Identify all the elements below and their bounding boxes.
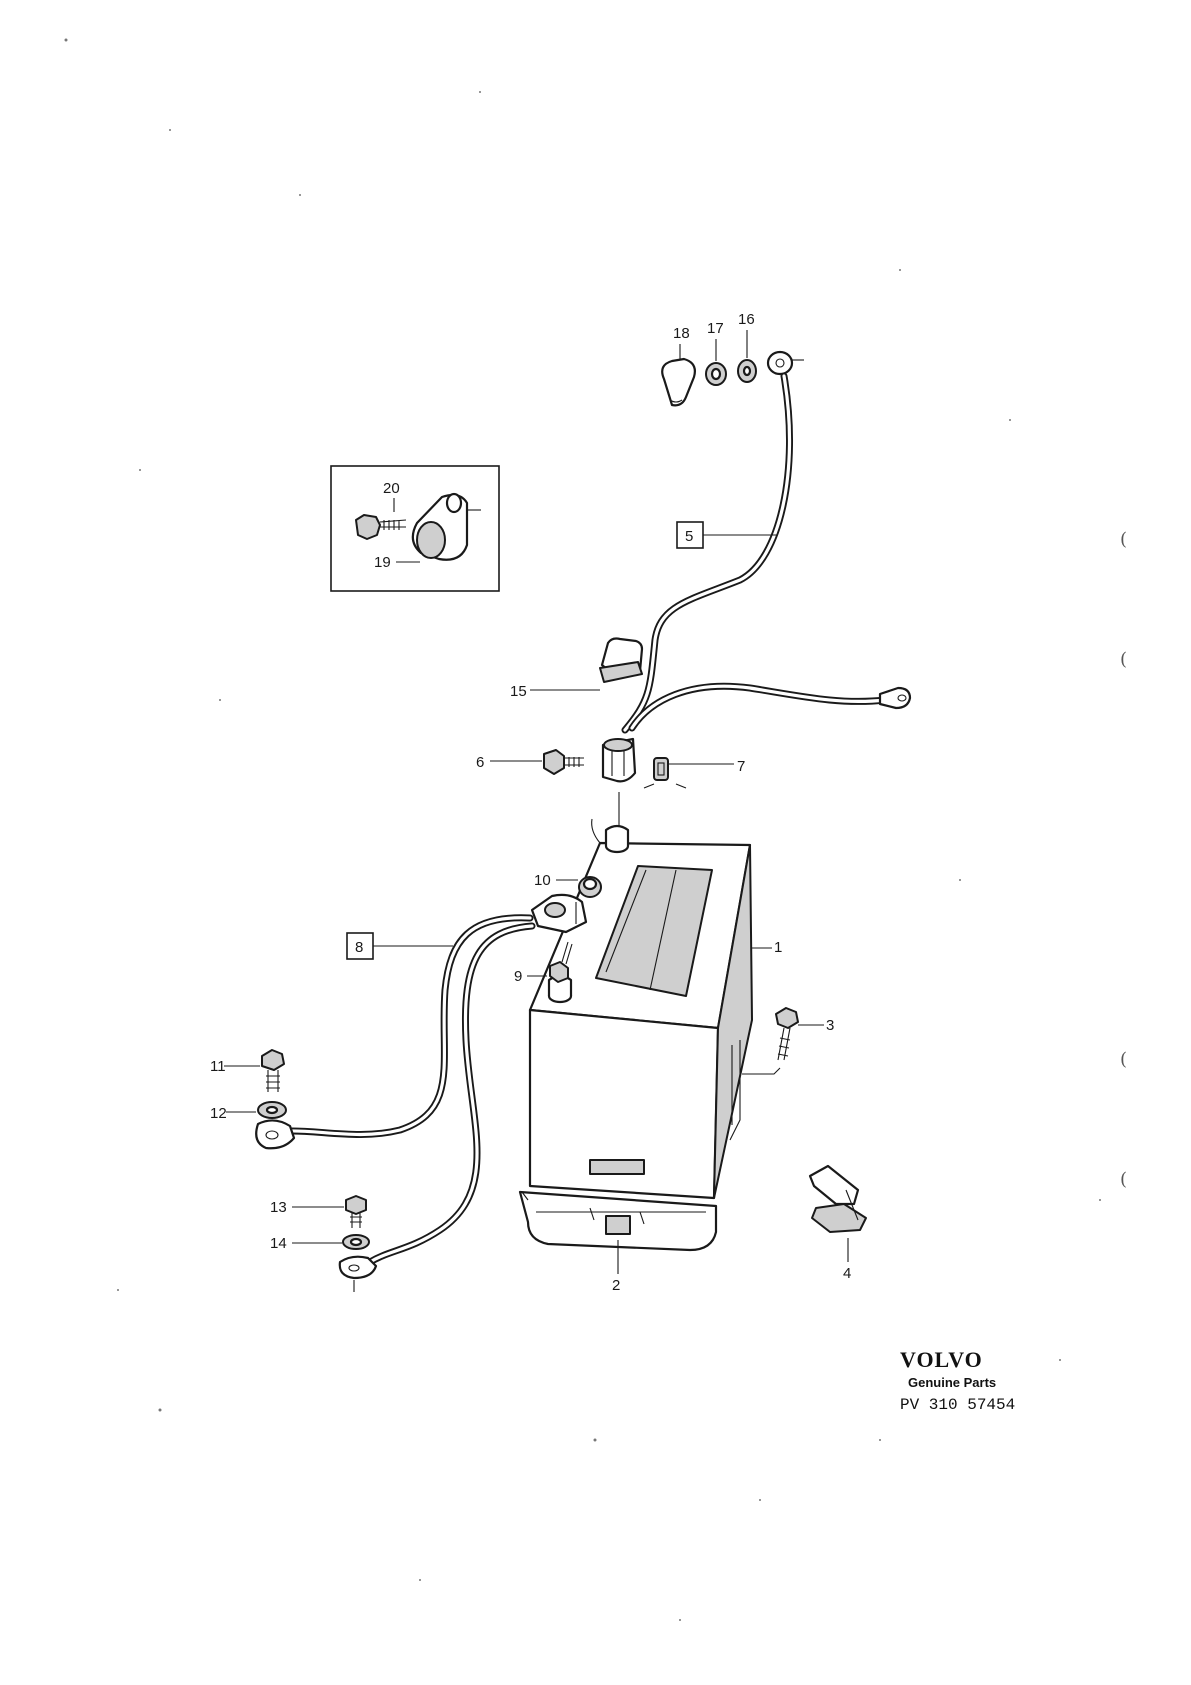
callout-14: 14 — [270, 1235, 287, 1252]
callout-4: 4 — [843, 1265, 851, 1282]
volvo-logo: VOLVO — [900, 1347, 983, 1372]
callout-13: 13 — [270, 1199, 287, 1216]
terminal-parts-top: 18 17 16 — [661, 311, 804, 407]
callout-10: 10 — [534, 872, 551, 889]
cable-5-shape — [621, 372, 912, 734]
bolt-11-shape — [261, 1049, 285, 1092]
clamp-19-shape — [411, 492, 481, 561]
callout-1: 1 — [774, 939, 782, 956]
brand-block: VOLVO Genuine Parts PV 310 57454 — [900, 1347, 1015, 1414]
washer-14-shape — [342, 1234, 370, 1250]
callout-17: 17 — [707, 320, 724, 337]
callout-19: 19 — [374, 554, 391, 571]
callout-5-box — [676, 521, 704, 549]
inset-clamp-detail: 20 19 — [330, 465, 500, 592]
bolt-20-shape — [355, 514, 407, 540]
battery-1-shape — [528, 818, 753, 1200]
callout-7: 7 — [737, 758, 745, 775]
washer-16-shape — [737, 359, 757, 383]
cap-10-shape — [578, 876, 602, 898]
margin-mark: ( — [1120, 649, 1127, 670]
callout-15: 15 — [510, 683, 527, 700]
positive-clamp — [601, 737, 637, 852]
brand-tagline: Genuine Parts — [908, 1375, 996, 1390]
callout-5: 5 — [685, 528, 693, 545]
part-drawing-code: PV 310 57454 — [900, 1396, 1015, 1414]
callout-11: 11 — [210, 1058, 226, 1075]
callout-8: 8 — [355, 939, 363, 956]
callout-20: 20 — [383, 480, 400, 497]
bracket-4-shape — [808, 1164, 867, 1233]
ring-terminal-top — [766, 350, 804, 376]
cap-18-shape — [661, 357, 696, 407]
bolt-6-shape — [543, 749, 584, 775]
nut-9-shape — [549, 941, 573, 983]
margin-mark: ( — [1120, 1049, 1127, 1070]
margin-mark: ( — [1120, 529, 1127, 550]
scan-specks — [64, 38, 1101, 1621]
bolt-13-shape — [345, 1195, 367, 1228]
callout-2: 2 — [612, 1277, 620, 1294]
callout-12: 12 — [210, 1105, 227, 1122]
washer-12-shape — [257, 1101, 287, 1119]
callout-8-box — [346, 932, 374, 960]
inset-frame — [330, 465, 500, 592]
cover-15-shape — [599, 637, 644, 683]
bolt-3-shape — [742, 1007, 799, 1075]
callout-18: 18 — [673, 325, 690, 342]
nut-7-shape — [653, 757, 669, 781]
callout-9: 9 — [514, 968, 522, 985]
callout-3: 3 — [826, 1017, 834, 1034]
cable-8-shape — [255, 893, 588, 1292]
callout-6: 6 — [476, 754, 484, 771]
callout-16: 16 — [738, 311, 755, 328]
margin-mark: ( — [1120, 1169, 1127, 1190]
nut-17-shape — [705, 362, 727, 386]
tray-2-shape — [518, 1190, 718, 1252]
margin-marks: ( ( ( ( — [1120, 529, 1127, 1190]
